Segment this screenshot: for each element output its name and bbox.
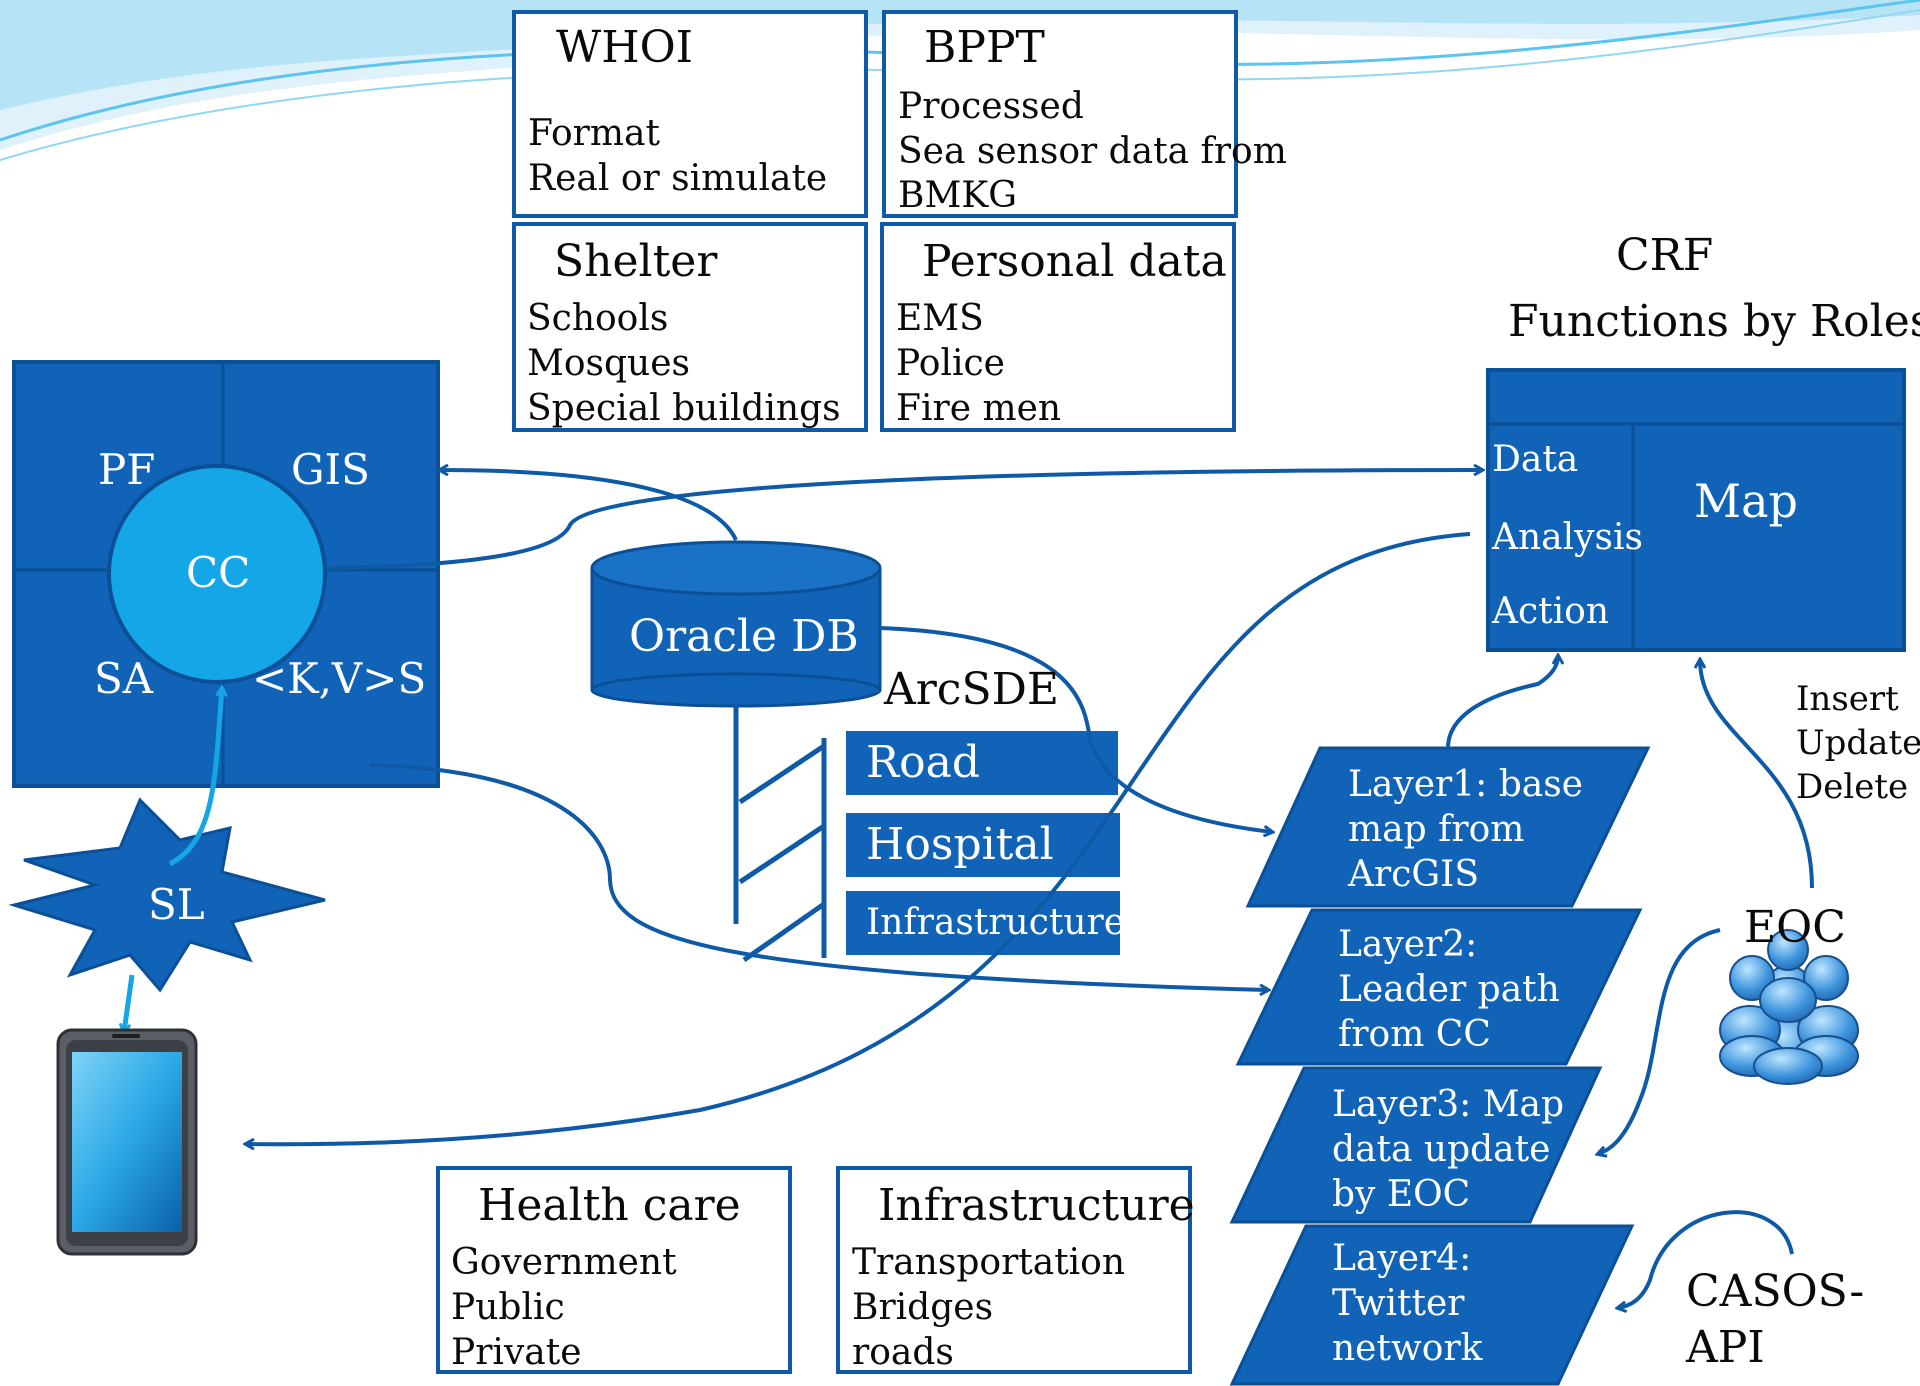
crf-item-action[interactable]: Action [1492,591,1609,632]
sl-label: SL [148,880,205,929]
layer4-line-1: Layer4: [1332,1238,1472,1279]
oracle-db-cylinder[interactable] [590,540,882,708]
health-care-line-3: Private [451,1332,582,1373]
bppt-line-2: Sea sensor data from [898,131,1287,172]
tablet-phone-image [56,1028,198,1256]
shelter-line-2: Mosques [527,343,691,384]
health-care-line-2: Public [451,1287,565,1328]
arcsde-label: ArcSDE [884,664,1059,715]
layer4-shape[interactable] [1229,1224,1635,1386]
road-layer-bar[interactable] [846,731,1118,795]
layer2-line-3: from CC [1338,1014,1491,1055]
road-label: Road [866,737,981,788]
layer1-line-2: map from [1348,809,1525,850]
infrastructure-line-3: roads [852,1332,954,1373]
infrastructure-box[interactable] [836,1166,1192,1374]
eoc-label: EOC [1744,902,1846,953]
layer3-line-3: by EOC [1332,1174,1471,1215]
crf-subtitle: Functions by Roles [1508,296,1920,347]
layer4-line-3: network [1332,1328,1483,1369]
eoc-op-delete: Delete [1796,767,1909,807]
layer3-line-1: Layer3: Map [1332,1084,1565,1125]
infrastructure-layer-label: Infrastructure [866,902,1126,943]
layer3-line-2: data update [1332,1129,1551,1170]
eoc-op-update: Update [1796,723,1920,763]
crf-title: CRF [1616,230,1714,281]
health-care-line-1: Government [451,1242,677,1283]
shelter-line-3: Special buildings [527,388,841,429]
infrastructure-layer-bar[interactable] [846,891,1120,955]
eoc-op-insert: Insert [1796,679,1899,719]
layer1-line-1: Layer1: base [1348,764,1583,805]
bppt-line-1: Processed [898,86,1084,127]
casos-api-line-2: API [1686,1322,1765,1373]
pf-label: PF [98,445,156,494]
crf-item-data[interactable]: Data [1492,439,1579,480]
whoi-line-1: Format [528,113,660,154]
crf-map-label[interactable]: Map [1694,474,1798,528]
layer3-shape[interactable] [1229,1066,1603,1224]
bppt-title: BPPT [924,22,1045,73]
personal-data-line-2: Police [896,343,1005,384]
personal-data-title: Personal data [922,236,1227,287]
whoi-title: WHOI [556,22,694,73]
gis-label: GIS [291,445,370,494]
infrastructure-title: Infrastructure [878,1180,1195,1231]
personal-data-line-1: EMS [896,298,984,339]
personal-data-line-3: Fire men [896,388,1062,429]
casos-api-line-1: CASOS- [1686,1266,1865,1317]
sl-starburst[interactable] [8,797,326,993]
cc-label: CC [186,548,251,597]
layer1-shape[interactable] [1245,746,1651,908]
bppt-box[interactable] [882,10,1238,218]
layer1-line-3: ArcGIS [1348,854,1480,895]
shelter-line-1: Schools [527,298,669,339]
personal-data-box[interactable] [880,222,1236,432]
kvs-label: <K,V>S [252,654,427,703]
db-stand [733,704,827,963]
health-care-box[interactable] [436,1166,792,1374]
shelter-title: Shelter [554,236,718,287]
bppt-line-3: BMKG [898,175,1017,216]
infrastructure-line-2: Bridges [852,1287,994,1328]
people-group-icon [1719,929,1859,1085]
oracle-db-label: Oracle DB [629,611,859,662]
infrastructure-line-1: Transportation [852,1242,1126,1283]
hospital-label: Hospital [866,819,1054,870]
crf-box[interactable] [1486,368,1906,652]
whoi-box[interactable] [512,10,868,218]
layer2-shape[interactable] [1235,908,1643,1066]
whoi-line-2: Real or simulate [528,158,828,199]
shelter-box[interactable] [512,222,868,432]
layer2-line-1: Layer2: [1338,924,1478,965]
sa-label: SA [94,654,154,703]
crf-item-analysis[interactable]: Analysis [1492,517,1643,558]
cc-circle[interactable] [107,464,327,684]
layer4-line-2: Twitter [1332,1283,1465,1324]
layer2-line-2: Leader path [1338,969,1560,1010]
health-care-title: Health care [478,1180,741,1231]
